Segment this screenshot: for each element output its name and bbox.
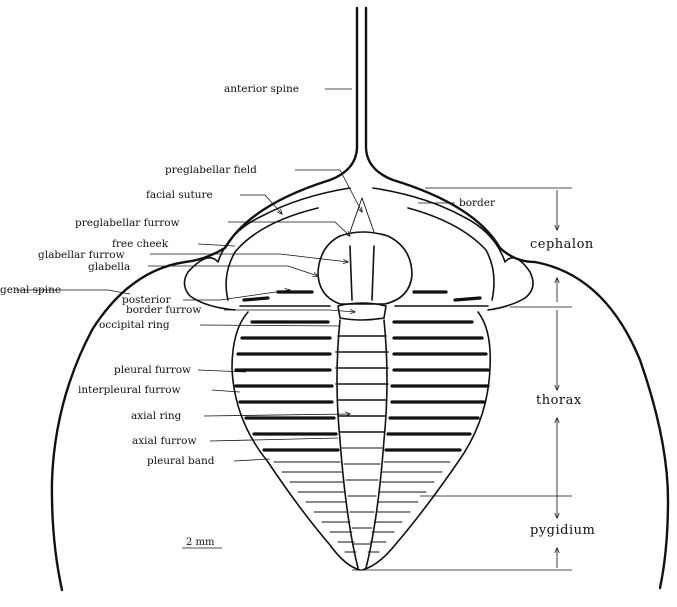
label-cephalon: cephalon [530,237,594,252]
pleural-segments-left [234,320,357,553]
pleural-segments-right [367,320,490,553]
glabella-region [242,196,482,305]
label-axial-ring: axial ring [131,410,182,422]
label-pleural-furrow: pleural furrow [114,364,191,376]
label-border-furrow: border furrow [126,304,201,316]
label-interpleural-furrow: interpleural furrow [78,384,181,396]
label-preglabellar-furrow: preglabellar furrow [75,217,180,229]
label-posterior: posterior [122,294,172,306]
label-border: border [459,197,496,209]
label-thorax: thorax [536,393,582,408]
label-anterior-spine: anterior spine [224,83,299,95]
label-axial-furrow: axial furrow [132,435,197,447]
anatomy-labels: anterior spine preglabellar field facial… [0,83,496,467]
cephalon-outline [50,6,670,592]
thorax-body [231,311,492,571]
label-pygidium: pygidium [530,523,595,538]
scale-bar: 2 mm [182,537,222,549]
label-glabella: glabella [88,261,130,273]
anterior-spine-right [364,6,670,590]
occipital-ring-shape [337,302,387,321]
label-pleural-band: pleural band [147,455,215,467]
glabella-outline [317,231,413,305]
scale-bar-label: 2 mm [186,537,215,548]
label-occipital-ring: occipital ring [99,319,170,331]
inner-border-line [183,187,351,311]
label-genal-spine: genal spine [0,284,61,296]
region-labels: cephalon thorax pygidium [530,237,595,538]
facial-suture-line [225,207,319,301]
label-glabellar-furrow: glabellar furrow [38,249,125,261]
anterior-spine [50,6,359,592]
label-free-cheek: free cheek [112,238,169,250]
region-brackets [352,187,572,571]
label-preglabellar-field: preglabellar field [165,164,257,176]
axial-lobe [335,319,389,569]
leader-lines [16,88,455,462]
label-facial-suture: facial suture [146,189,213,201]
